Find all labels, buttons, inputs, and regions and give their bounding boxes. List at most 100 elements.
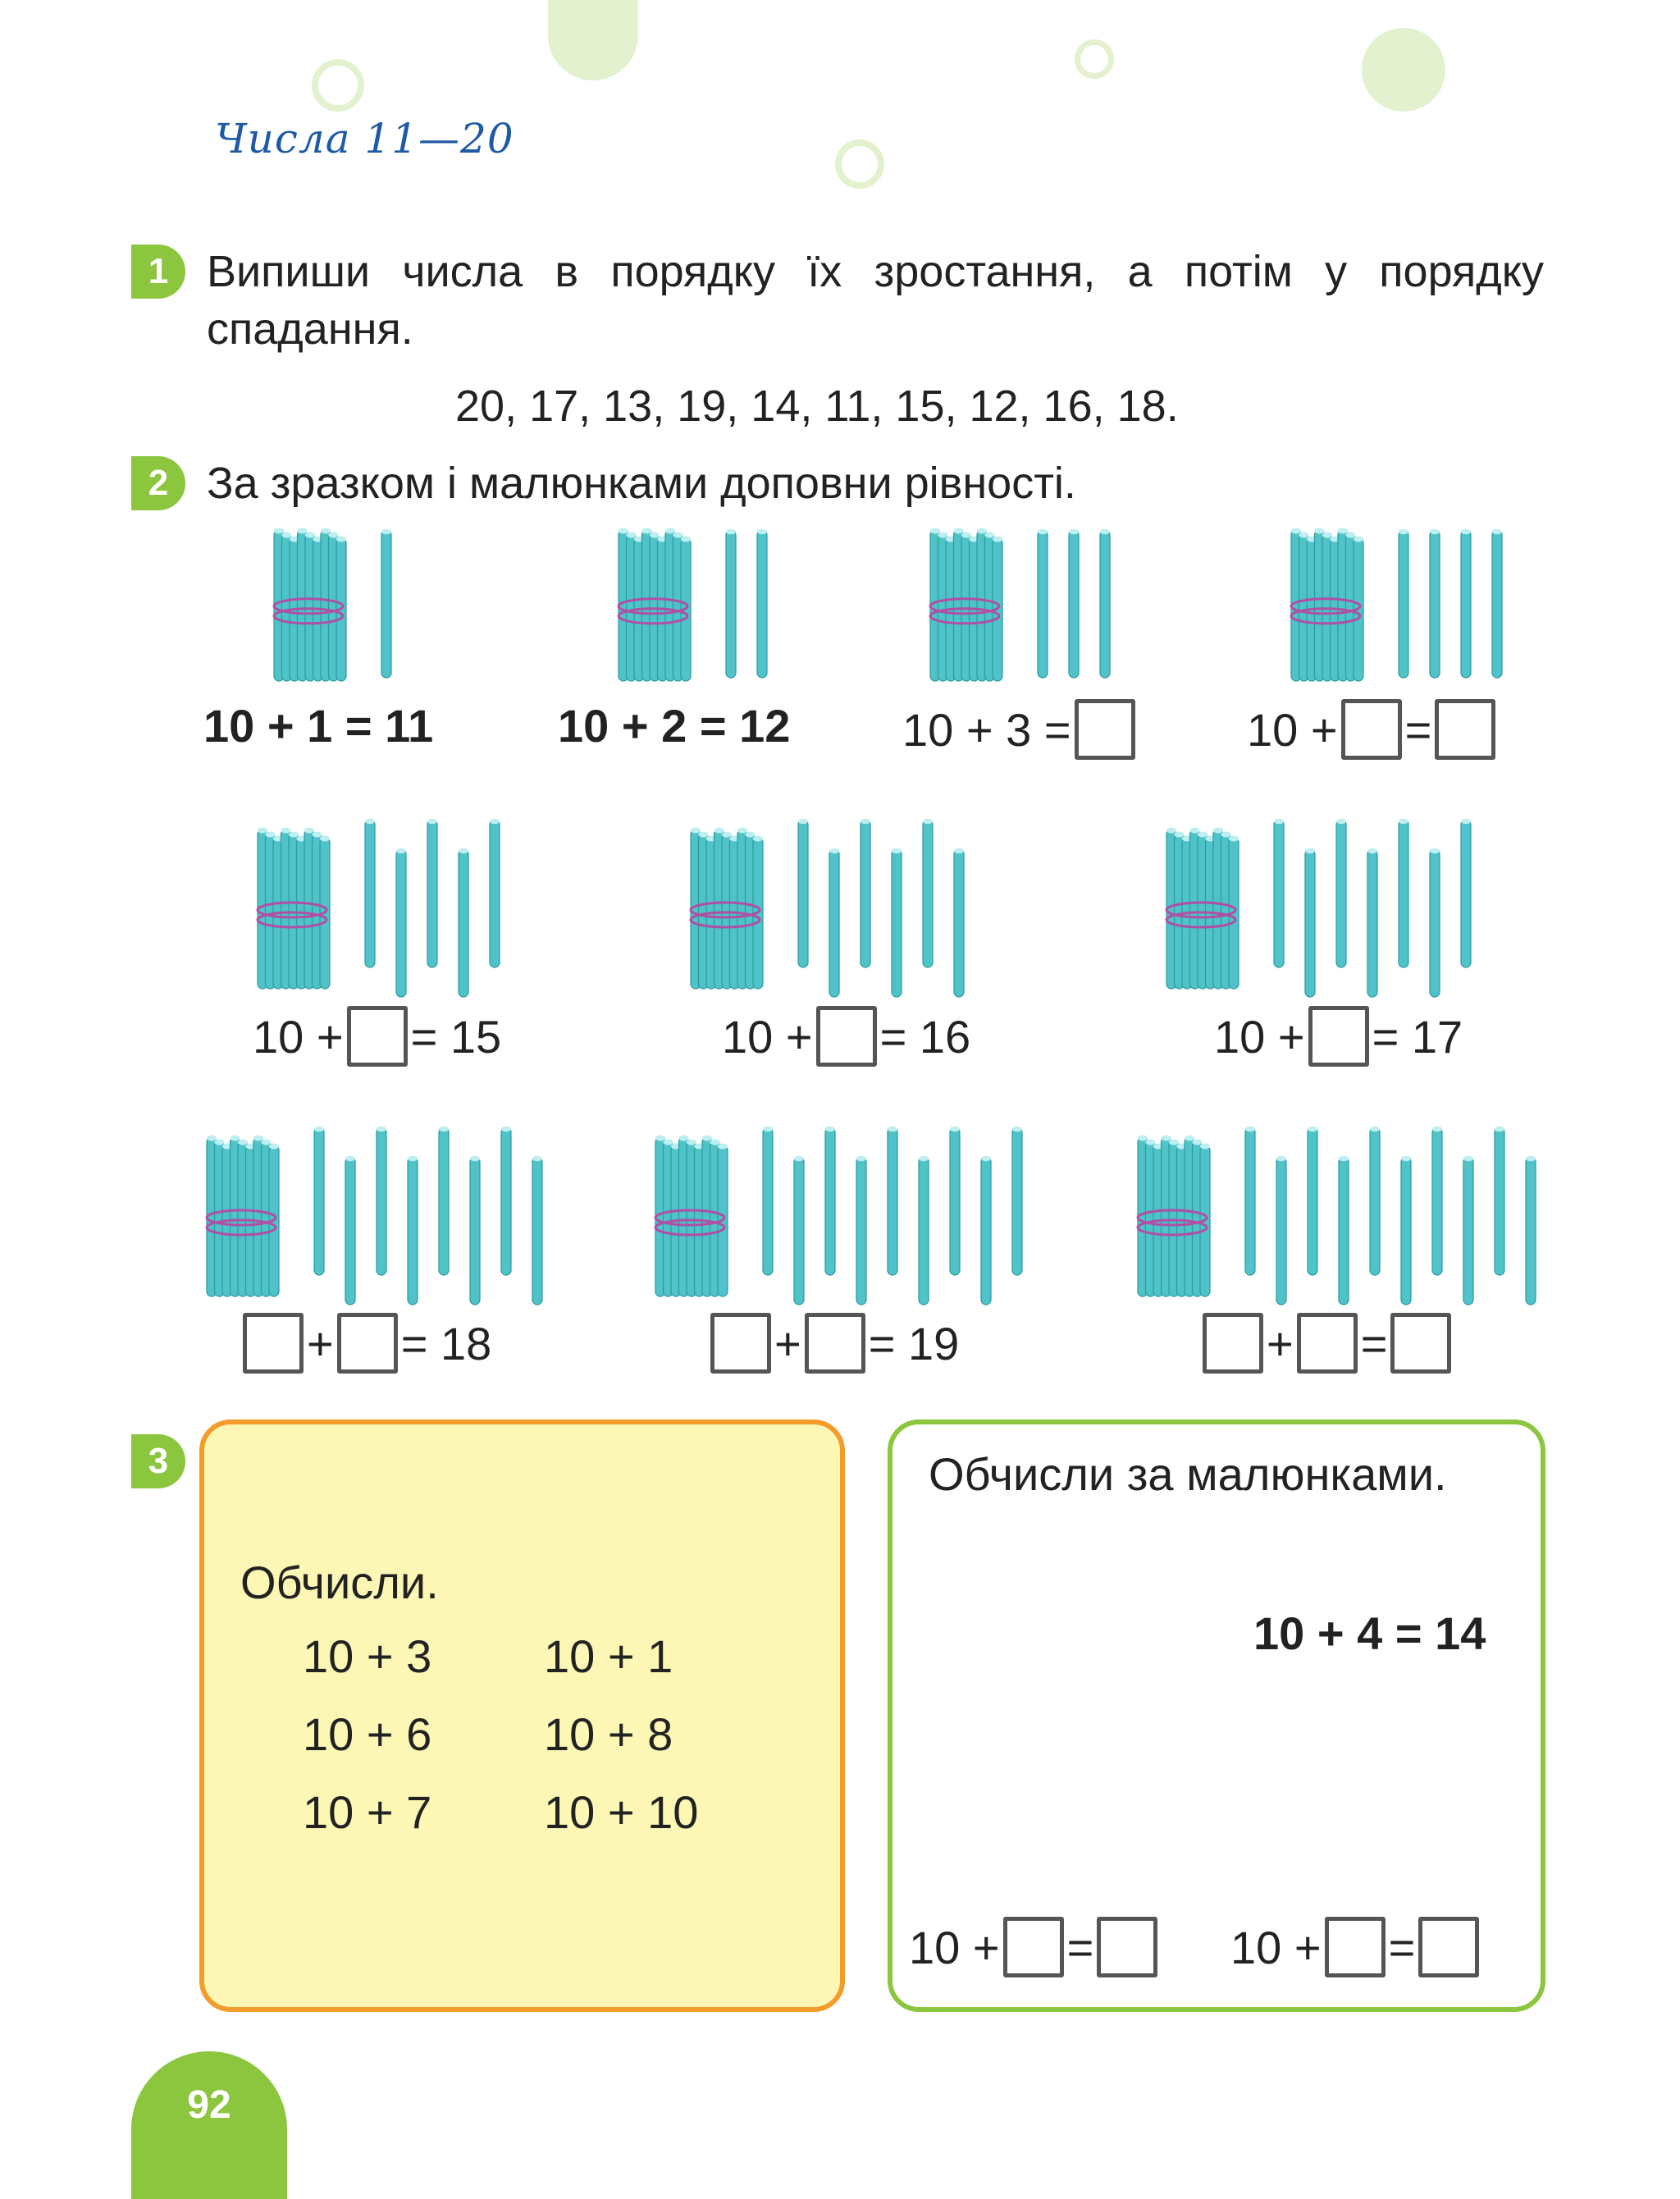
answer-box[interactable] (336, 1313, 398, 1374)
single-stick (918, 1155, 929, 1305)
panel-title: Обчисли. (240, 1557, 439, 1608)
equation-row2-3: 10 + = 17 (1214, 1006, 1463, 1067)
picture-compute-panel: Обчисли за малюнками. 10 + 4 = 14 10 + =… (888, 1420, 1545, 2012)
single-stick (793, 1155, 805, 1305)
single-stick (797, 818, 809, 968)
equals-sign: = (1388, 1921, 1416, 1973)
stick-group (1136, 1126, 1536, 1305)
single-stick (345, 1155, 356, 1305)
single-stick (1494, 1126, 1505, 1276)
decor-circle (548, 0, 638, 80)
answer-box[interactable] (1340, 699, 1402, 760)
example-equation-1: 10 + 1 = 11 (203, 700, 434, 752)
equation-text: 10 + (1230, 1921, 1322, 1973)
single-stick (756, 528, 768, 679)
equation-text: 10 + (909, 1921, 1000, 1973)
answer-box[interactable] (1435, 699, 1496, 760)
single-stick (381, 528, 392, 679)
single-stick (489, 818, 500, 968)
single-stick (1400, 1155, 1412, 1305)
bundle-of-ten (654, 1135, 728, 1297)
single-stick (1429, 528, 1440, 679)
equation-text: 10 + (1214, 1010, 1305, 1063)
calc-item: 10 + 6 (303, 1708, 432, 1760)
bundle-of-ten (1165, 827, 1239, 990)
task2-instruction: За зразком і малюнками доповни рівності. (207, 459, 1076, 508)
answer-box[interactable] (346, 1006, 408, 1067)
stick-group (1165, 818, 1472, 998)
single-stick (1367, 848, 1378, 998)
equation-row1-3: 10 + 3 = (902, 699, 1139, 760)
single-stick (887, 1126, 898, 1276)
bundle-of-ten (256, 827, 331, 990)
equation-result: = 18 (400, 1317, 492, 1369)
single-stick (725, 528, 737, 679)
single-stick (1463, 1155, 1474, 1305)
compute-panel: Обчисли. 10 + 3 10 + 1 10 + 6 10 + 8 10 … (199, 1420, 845, 2012)
plus-sign: + (307, 1317, 334, 1369)
bundle-of-ten (929, 528, 1003, 682)
answer-box[interactable] (1324, 1917, 1386, 1977)
single-stick (469, 1155, 481, 1305)
bundle-of-ten (1290, 528, 1364, 682)
answer-box[interactable] (243, 1313, 304, 1374)
answer-box[interactable] (1097, 1917, 1158, 1977)
single-stick (762, 1126, 774, 1276)
equation-row2-2: 10 + = 16 (722, 1006, 970, 1067)
decor-circle (1362, 28, 1445, 112)
single-stick (1460, 528, 1472, 679)
answer-box[interactable] (1002, 1917, 1064, 1977)
decor-ring (312, 59, 364, 112)
single-stick (1369, 1126, 1381, 1276)
answer-box[interactable] (1296, 1313, 1358, 1374)
single-stick (1307, 1126, 1318, 1276)
calc-item: 10 + 10 (544, 1786, 699, 1838)
single-stick (953, 848, 965, 998)
picture-equation-1: 10 + = (909, 1917, 1161, 1977)
single-stick (856, 1155, 867, 1305)
equation-text: 10 + (722, 1010, 813, 1063)
single-stick (1037, 528, 1048, 679)
single-stick (1276, 1155, 1287, 1305)
answer-box[interactable] (804, 1313, 865, 1374)
calc-item: 10 + 8 (544, 1708, 673, 1760)
decor-ring (835, 139, 884, 189)
single-stick (891, 848, 902, 998)
equation-row2-1: 10 + = 15 (253, 1006, 501, 1067)
equation-text: 10 + 3 = (902, 703, 1071, 756)
answer-box[interactable] (1308, 1006, 1369, 1067)
answer-box[interactable] (1074, 699, 1135, 760)
single-stick (1304, 848, 1316, 998)
single-stick (458, 848, 469, 998)
answer-box[interactable] (1418, 1917, 1480, 1977)
answer-box[interactable] (1203, 1313, 1263, 1374)
equation-row1-4: 10 + = (1247, 699, 1499, 760)
plus-sign: + (1267, 1317, 1294, 1369)
task1-numbers: 20, 17, 13, 19, 14, 11, 15, 12, 16, 18. (455, 382, 1179, 431)
stick-group (1290, 528, 1503, 682)
single-stick (1525, 1155, 1536, 1305)
single-stick (1338, 1155, 1349, 1305)
picture-equation-2: 10 + = (1230, 1917, 1482, 1977)
page-number-text: 92 (187, 2083, 231, 2127)
example-equation-2: 10 + 2 = 12 (558, 700, 791, 752)
stick-group (205, 1126, 543, 1305)
equals-sign: = (1404, 703, 1432, 756)
answer-box[interactable] (815, 1006, 877, 1067)
panel-title: Обчисли за малюнками. (929, 1448, 1447, 1500)
equation-result: = 15 (410, 1010, 502, 1063)
equals-sign: = (1360, 1317, 1388, 1369)
answer-box[interactable] (710, 1313, 771, 1374)
single-stick (829, 848, 840, 998)
single-stick (500, 1126, 512, 1276)
single-stick (427, 818, 438, 968)
single-stick (1431, 1126, 1443, 1276)
plus-sign: + (774, 1317, 801, 1369)
single-stick (949, 1126, 961, 1276)
answer-box[interactable] (1390, 1313, 1452, 1374)
single-stick (1273, 818, 1285, 968)
equation-text: 10 + (1247, 703, 1338, 756)
stick-group (617, 528, 768, 682)
calc-item: 10 + 3 (303, 1630, 432, 1682)
single-stick (824, 1126, 836, 1276)
